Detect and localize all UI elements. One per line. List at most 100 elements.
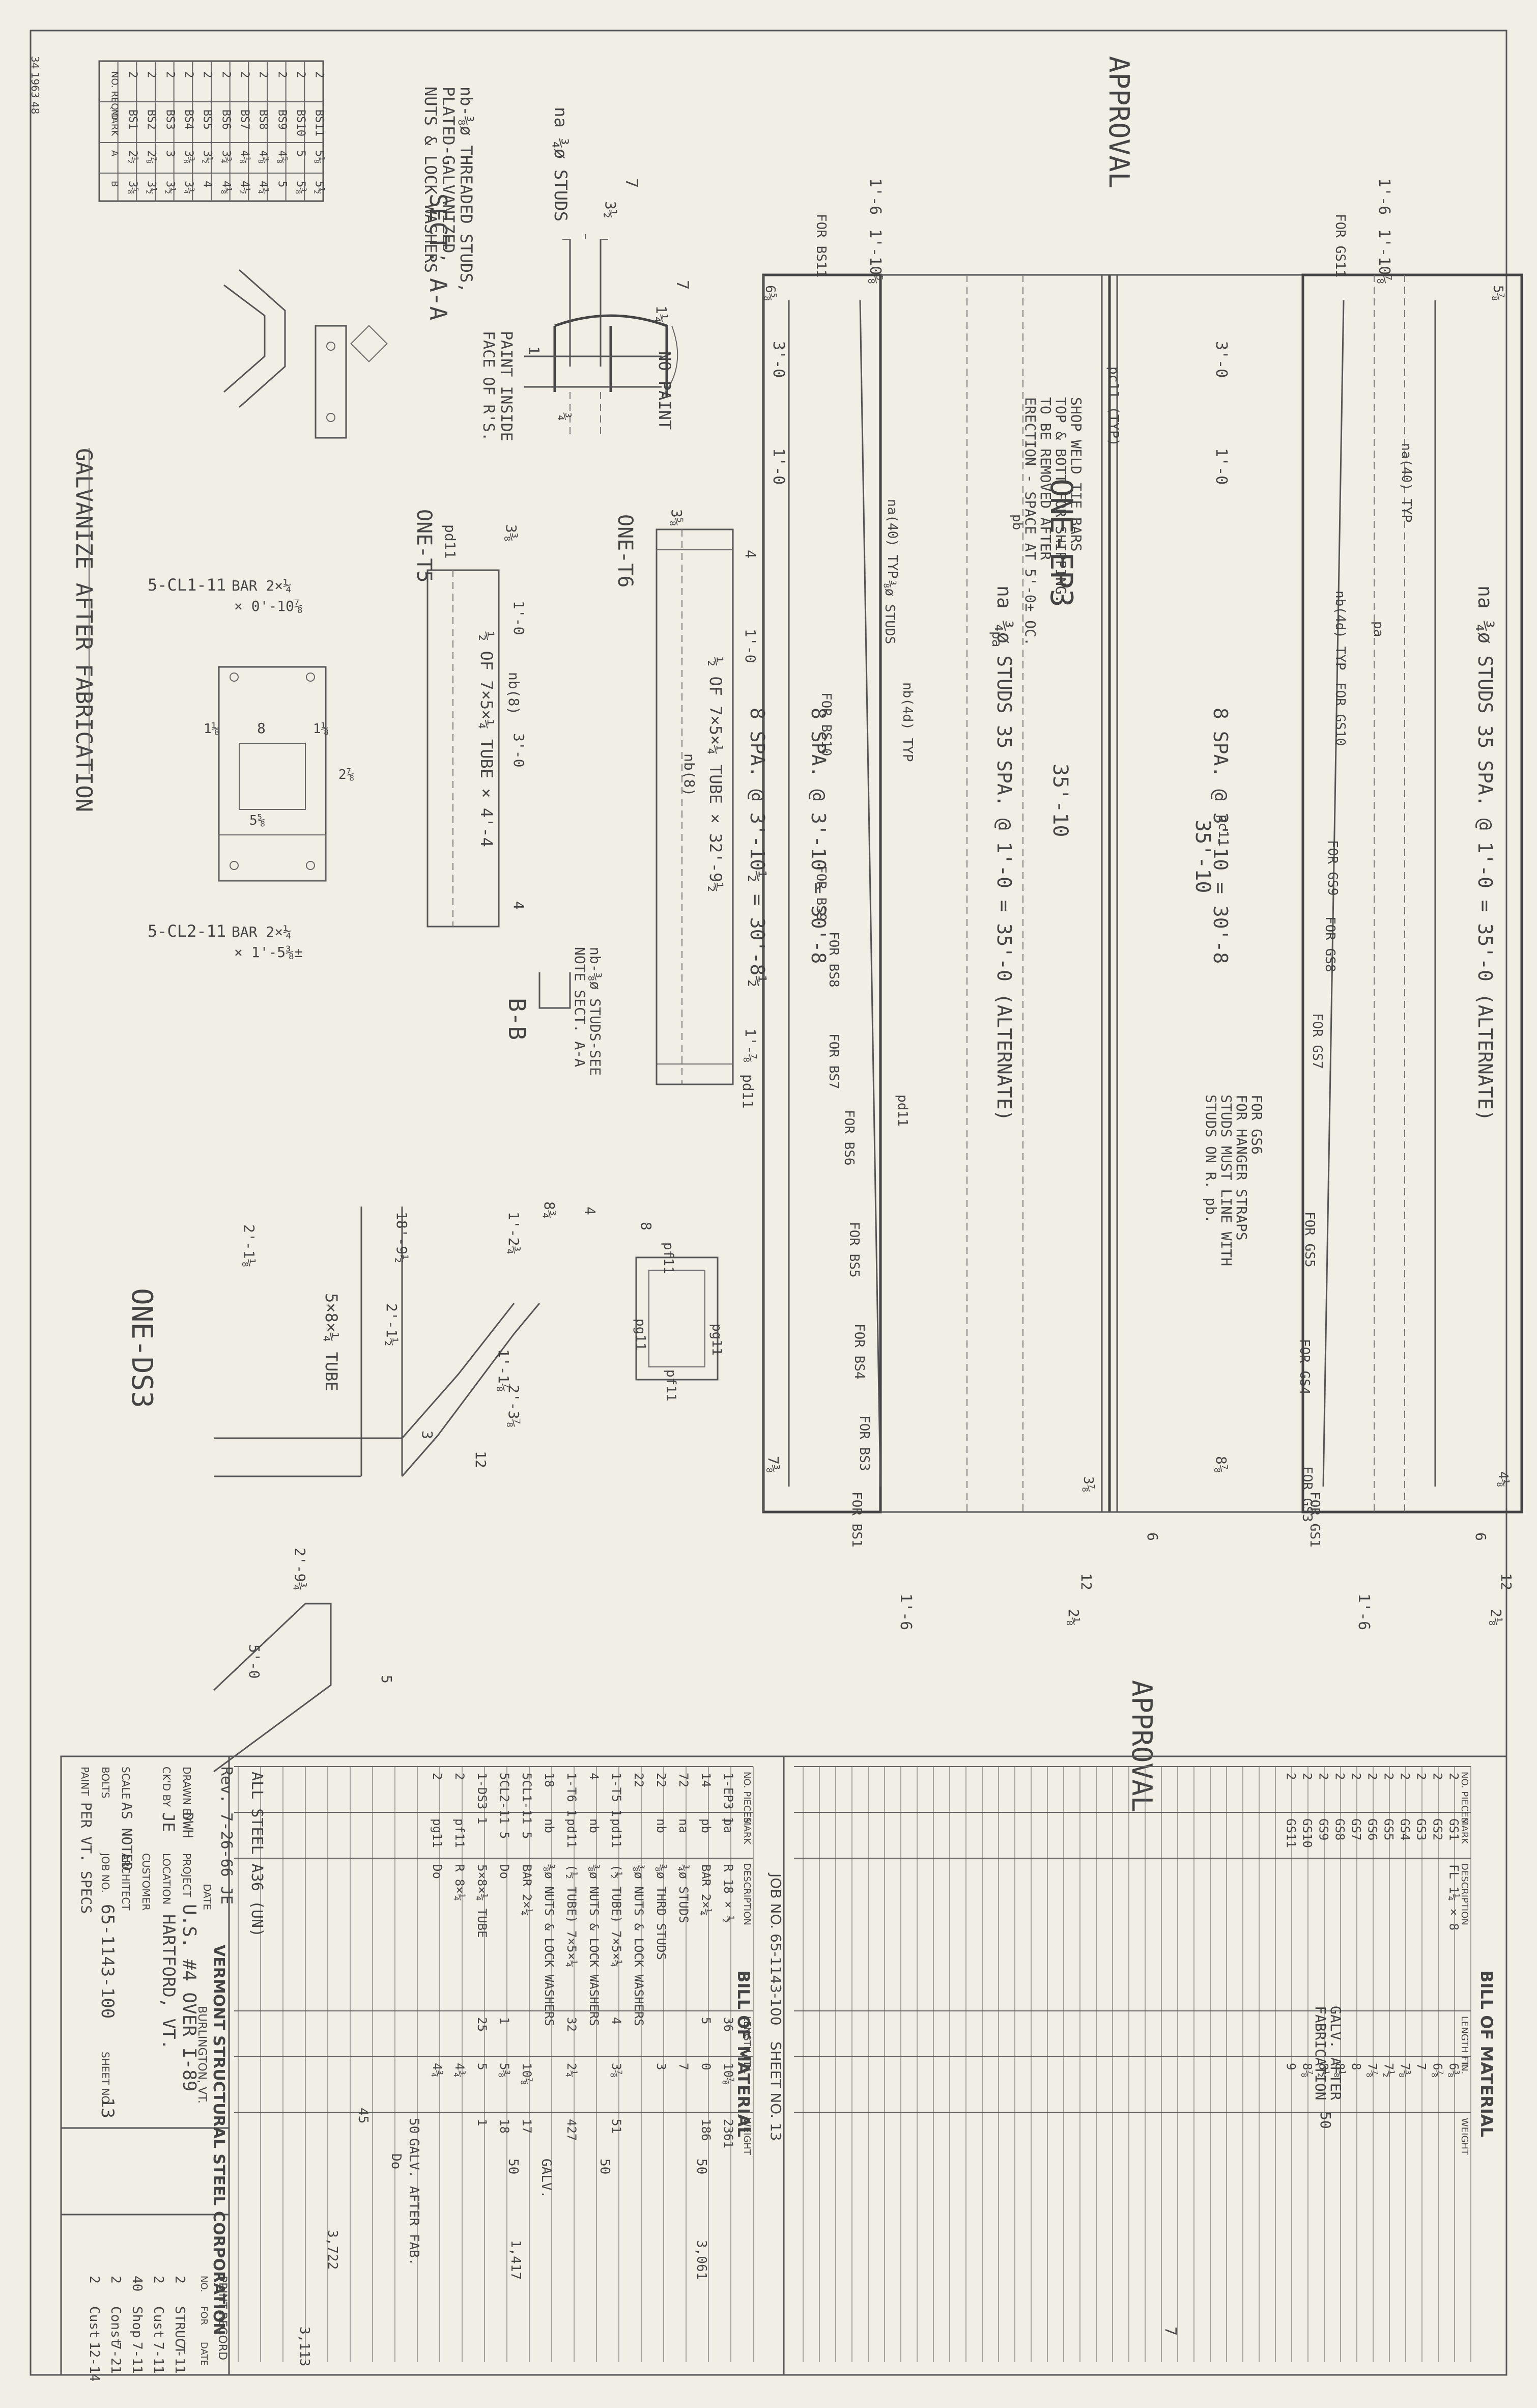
one-t6-label: ½ OF 7×5×¼ TUBE × 32'-9½	[706, 657, 725, 892]
bom-left-do: Do	[388, 2153, 404, 2169]
bom-right-header: NO. PIECES	[1459, 1772, 1470, 1823]
ep3-label: ⅜ø STUDS	[882, 580, 897, 644]
bom-left-weight-2: 3,722	[325, 2230, 340, 2270]
bom-right-cell: 2	[1430, 1773, 1444, 1780]
ep3-note-0: SHOP WELD TIE BARS	[1068, 397, 1085, 551]
bom-right-cell: 8½	[1316, 2063, 1330, 2078]
bom-left-cell: ⅜ø NUTS & LOCK WASHERS	[542, 1864, 556, 2026]
bom-right-header: DESCRIPTION	[1459, 1863, 1470, 1925]
mark-table-cell: BS1	[126, 109, 139, 130]
bom-left-cell: 2	[430, 1773, 444, 1780]
pr-cell: Cust	[151, 2306, 166, 2338]
bom-left-cell: 10⅞	[721, 2063, 735, 2085]
mark-table-cell: BS7	[238, 109, 251, 130]
bom-right-cell: 2	[1349, 1773, 1363, 1780]
bom-left-cell: 1-DS3 1	[475, 1773, 489, 1824]
bom-left-title: BILL OF MATERIAL	[734, 1970, 753, 2137]
ep3-label: FOR BS6	[841, 1110, 857, 1166]
one-t5-part-0: pd11	[442, 524, 459, 558]
bom-left-cell: 4¾	[452, 2063, 467, 2078]
sect-aa-dim-0: 7	[622, 178, 641, 188]
bom-left-cell: 18	[542, 1773, 556, 1787]
right-label: na(40) TYP	[1399, 443, 1414, 523]
ep3-label: FOR BS11	[813, 214, 829, 277]
ds3-dim: 12	[472, 1451, 489, 1468]
sect-aa-dim-4: 1	[526, 346, 543, 355]
one-t5-dim-1: 1'-0	[510, 601, 527, 635]
bom-right-weight: 7	[1161, 2327, 1179, 2336]
mark-table-cell: 2	[275, 71, 288, 78]
pr-header: NO.	[198, 2276, 209, 2292]
cl1-dim-1: 8	[257, 720, 266, 737]
tb-project: U.S. #4 OVER I-89	[179, 1904, 200, 2091]
bom-left-cell: 5×8×¼ TUBE	[475, 1864, 489, 1938]
section-aa: SECT. A-A na ¾ø STUDS nb-⅜ø THREADED STU…	[421, 87, 692, 441]
cl1-bar: BAR 2×¼	[232, 577, 292, 594]
bom-left-cell: nb	[654, 1818, 668, 1833]
bom-right-cell: 2	[1316, 1773, 1330, 1780]
ds3-dim: 5'-0	[246, 1644, 263, 1678]
bom-left-cell: ⅜ø NUTS & LOCK WASHERS	[587, 1864, 601, 2026]
ep3-label: FOR BS4	[851, 1324, 867, 1380]
bom-left-cell: 14	[699, 1773, 713, 1787]
ds3-dim: 2'-1½	[383, 1303, 400, 1346]
bom-left-ref-3: 50	[406, 2118, 421, 2134]
bom-left-cell: na	[676, 1818, 691, 1833]
mark-table-cell: 2	[238, 71, 251, 78]
mark-table-cell: BS8	[257, 109, 270, 130]
mark-table-cell: 5	[275, 181, 288, 187]
bom-left-sheet: SHEET NO. 13	[767, 2041, 784, 2141]
bom-right-cell: GS1	[1446, 1818, 1461, 1840]
bom-left-cell: (½ TUBE) 7×5×¼	[564, 1864, 579, 1967]
sect-aa-title: SECT. A-A	[424, 193, 452, 320]
mark-table-cell: 4½	[238, 181, 251, 194]
mark-table-cell: BS3	[163, 109, 176, 130]
ds3-dim: 8¾	[541, 1201, 558, 1219]
bom-right-cell: 2	[1332, 1773, 1347, 1780]
one-ep3-span: 8 SPA. @ 3'-10 = 30'-8	[807, 708, 830, 964]
pr-cell: 12-14	[87, 2342, 102, 2382]
mark-table-cell: 3⅝	[126, 181, 139, 194]
section-bb: B-B nb-⅜ø STUDS-SEE NOTE SECT. A-A	[503, 947, 604, 1076]
cl1-dim-0: 1⅛	[204, 721, 219, 737]
mark-table-cell: 3¾	[219, 150, 232, 164]
mark-table-cell: 2⅞	[145, 150, 158, 164]
ep3-label: FOR BS8	[826, 932, 841, 988]
bom-right-cell: 7⅞	[1365, 2063, 1379, 2078]
ep3-dim-bot-0: 7⅜	[765, 1456, 782, 1473]
cl1-len: × 0'-10⅞	[234, 598, 303, 614]
ep3-note-2: TO BE REMOVED AFTER	[1037, 397, 1054, 560]
bom-left-cell: 4¾	[430, 2063, 444, 2078]
title-block: VERMONT STRUCTURAL STEEL CORPORATION BUR…	[61, 1756, 266, 2375]
tb-drawn: DWH	[180, 1812, 196, 1838]
bom-left-cell: 1	[497, 2017, 511, 2024]
bb-title: B-B	[503, 998, 531, 1040]
bom-left-cell: ⅜ø NUTS & LOCK WASHERS	[632, 1864, 646, 2026]
bom-left-cell: 18	[497, 2119, 511, 2134]
ep3-label: FOR BS3	[857, 1415, 872, 1471]
right-label: FOR GS11	[1332, 214, 1348, 277]
right-strap-2: STUDS MUST LINE WITH	[1218, 1095, 1235, 1266]
corner-stamp: 34 1963 48	[29, 56, 41, 115]
bom-left-cell: pd11	[564, 1818, 579, 1848]
right-label: nb(4d) TYP	[1332, 591, 1348, 670]
right-strap-0: FOR GS6	[1248, 1095, 1265, 1155]
sect-aa-paint-1: FACE OF R'S.	[479, 331, 497, 441]
ep3-dim-bot-4: 2⅛	[1065, 1609, 1082, 1626]
mark-table-cell: 4⅛	[219, 181, 232, 194]
tb-drawn-label: DRAWN BY	[181, 1767, 193, 1822]
ds3-dim: 2'-3⅞	[505, 1385, 522, 1427]
right-dim-top-3: 3'-0	[1212, 341, 1230, 378]
bom-left-header: LENGTH FT.	[742, 2016, 752, 2068]
mark-table-cell: BS6	[219, 109, 232, 130]
mark-table-cell: 3⅜	[182, 150, 195, 164]
pr-cell: 2	[151, 2276, 166, 2284]
mark-table-cell: 2	[219, 71, 232, 78]
right-dim-bot-5: 6	[1472, 1532, 1489, 1541]
bom-right-cell: 8⅞	[1300, 2063, 1314, 2078]
ep3-label: FOR BS7	[826, 1033, 841, 1089]
one-t6-dim-0: 3⅝	[668, 509, 685, 526]
ep3-dim-top-3: 3'-0	[770, 341, 787, 378]
bom-right-header: WEIGHT	[1459, 2118, 1470, 2155]
